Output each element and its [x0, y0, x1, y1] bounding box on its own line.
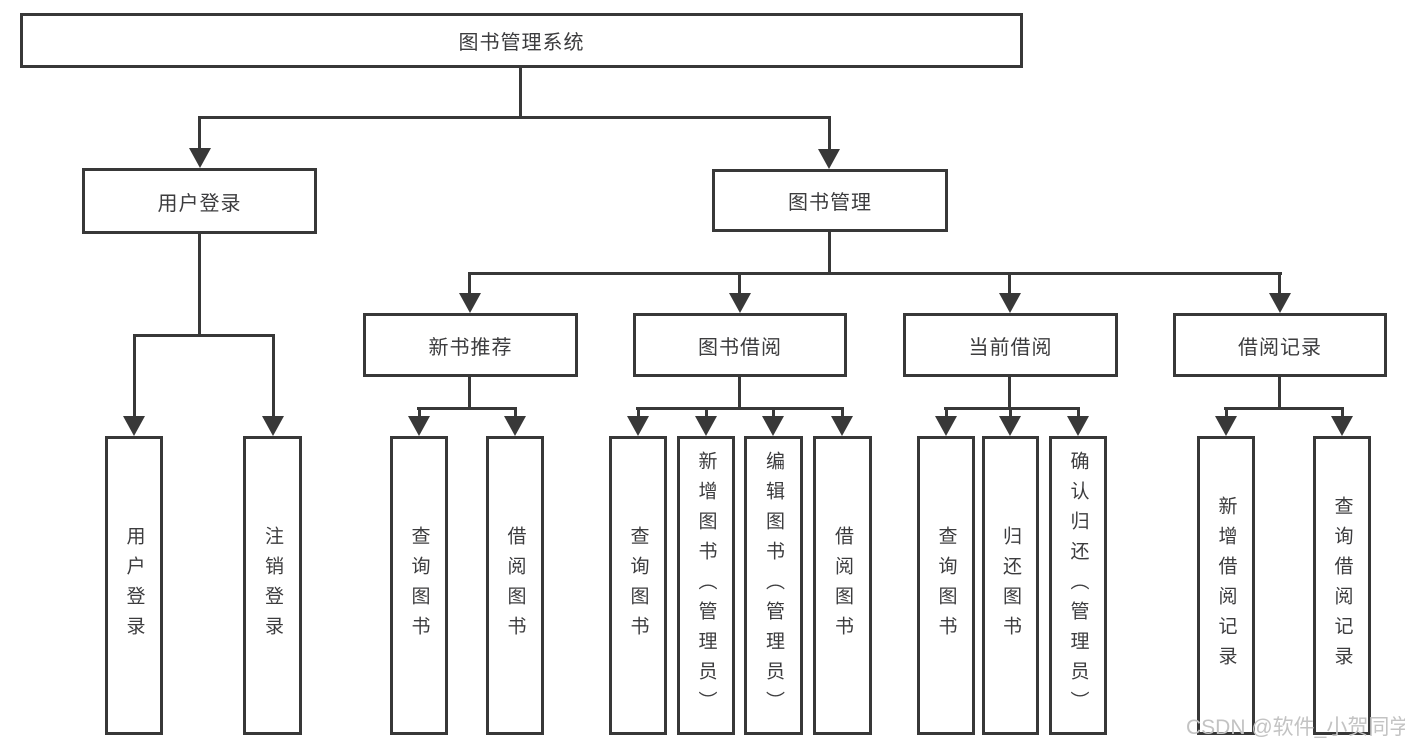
node-label: 用户登录	[157, 192, 242, 215]
arrowhead-leaf	[504, 416, 526, 436]
leaf-label: 注销登录	[262, 525, 283, 646]
leaf-borrow-borrow-books: 借阅图书	[813, 436, 872, 735]
connector-borrow-hline	[636, 407, 844, 410]
connector-user-arrow-stem	[198, 118, 201, 150]
node-label: 借阅记录	[1238, 336, 1322, 359]
leaf-label: 借阅图书	[504, 525, 526, 646]
arrowhead-records	[1269, 293, 1291, 313]
connector-leaf-stem	[1009, 408, 1012, 418]
leaf-label: 查询借阅记录	[1331, 495, 1353, 676]
connector-current-hline	[944, 407, 1080, 410]
leaf-recommend-query-books: 查询图书	[390, 436, 448, 735]
leaf-label: 查询图书	[408, 525, 430, 646]
leaf-user-login: 用户登录	[105, 436, 163, 735]
connector-borrow-arrow-stem	[738, 273, 741, 295]
connector-current-arrow-stem	[1008, 273, 1011, 295]
leaf-records-add-record: 新增借阅记录	[1197, 436, 1255, 735]
connector-leaf-stem	[637, 408, 640, 418]
connector-user-hline	[133, 334, 275, 337]
leaf-label: 新增借阅记录	[1215, 495, 1237, 676]
arrowhead-leaf	[935, 416, 957, 436]
node-book-borrow: 图书借阅	[633, 313, 847, 377]
arrowhead-leaf	[627, 416, 649, 436]
connector-leaf-stem	[705, 408, 708, 418]
arrowhead-leaf	[831, 416, 853, 436]
leaf-recommend-borrow-books: 借阅图书	[486, 436, 544, 735]
arrowhead-logout	[262, 416, 284, 436]
arrowhead-leaf	[1067, 416, 1089, 436]
leaf-label: 新增图书（管理员）	[695, 450, 717, 721]
arrowhead-leaf	[1331, 416, 1353, 436]
node-borrow-records: 借阅记录	[1173, 313, 1387, 377]
leaf-borrow-edit-books-admin: 编辑图书（管理员）	[744, 436, 803, 735]
connector-leaf-stem	[514, 408, 517, 418]
connector-user-down-stem	[198, 234, 201, 337]
arrowhead-leaf	[999, 416, 1021, 436]
connector-userlogin-arrow-stem	[133, 335, 136, 418]
node-user-login-group: 用户登录	[82, 168, 317, 234]
node-new-book-recommend: 新书推荐	[363, 313, 578, 377]
node-root: 图书管理系统	[20, 13, 1023, 68]
node-book-management: 图书管理	[712, 169, 948, 232]
connector-leaf-stem	[1225, 408, 1228, 418]
connector-leaf-stem	[945, 408, 948, 418]
connector-recommend-hline	[417, 407, 517, 410]
arrowhead-leaf	[408, 416, 430, 436]
connector-recommend-down-stem	[468, 377, 471, 410]
arrowhead-userlogin	[123, 416, 145, 436]
node-label: 新书推荐	[428, 336, 513, 359]
connector-root-stem	[519, 68, 522, 118]
node-current-borrow: 当前借阅	[903, 313, 1118, 377]
connector-leaf-stem	[1077, 408, 1080, 418]
connector-borrow-down-stem	[738, 377, 741, 410]
connector-books-arrow-stem	[828, 118, 831, 151]
leaf-records-query-record: 查询借阅记录	[1313, 436, 1371, 735]
arrowhead-user	[189, 148, 211, 168]
leaf-current-return-books: 归还图书	[982, 436, 1039, 735]
connector-leaf-stem	[841, 408, 844, 418]
leaf-current-confirm-return-admin: 确认归还（管理员）	[1049, 436, 1107, 735]
connector-records-arrow-stem	[1278, 273, 1281, 295]
arrowhead-current	[999, 293, 1021, 313]
connector-logout-arrow-stem	[272, 335, 275, 418]
connector-recommend-arrow-stem	[468, 273, 471, 295]
arrowhead-borrow	[729, 293, 751, 313]
leaf-label: 确认归还（管理员）	[1067, 450, 1089, 721]
connector-leaf-stem	[1341, 408, 1344, 418]
arrowhead-leaf	[695, 416, 717, 436]
connector-leaf-stem	[772, 408, 775, 418]
arrowhead-leaf	[1215, 416, 1237, 436]
connector-records-hline	[1224, 407, 1344, 410]
leaf-label: 编辑图书（管理员）	[763, 450, 784, 721]
connector-level2-hline	[198, 116, 831, 119]
connector-current-down-stem	[1008, 377, 1011, 410]
node-label: 图书管理	[788, 192, 872, 214]
arrowhead-recommend	[459, 293, 481, 313]
leaf-label: 查询图书	[935, 525, 957, 646]
connector-records-down-stem	[1278, 377, 1281, 410]
node-label: 图书借阅	[698, 336, 782, 359]
node-root-label: 图书管理系统	[458, 32, 585, 54]
node-label: 当前借阅	[968, 336, 1053, 359]
leaf-borrow-query-books: 查询图书	[609, 436, 667, 735]
leaf-current-query-books: 查询图书	[917, 436, 975, 735]
connector-level3-hline	[468, 272, 1282, 275]
connector-leaf-stem	[418, 408, 421, 418]
leaf-label: 查询图书	[627, 525, 649, 646]
arrowhead-leaf	[762, 416, 784, 436]
leaf-label: 归还图书	[1000, 525, 1021, 646]
arrowhead-books	[818, 149, 840, 169]
connector-books-down-stem	[828, 232, 831, 275]
leaf-logout: 注销登录	[243, 436, 302, 735]
leaf-label: 借阅图书	[832, 525, 853, 646]
leaf-label: 用户登录	[123, 525, 145, 646]
leaf-borrow-add-books-admin: 新增图书（管理员）	[677, 436, 735, 735]
watermark: CSDN @软件_小贺同学	[1186, 716, 1405, 739]
